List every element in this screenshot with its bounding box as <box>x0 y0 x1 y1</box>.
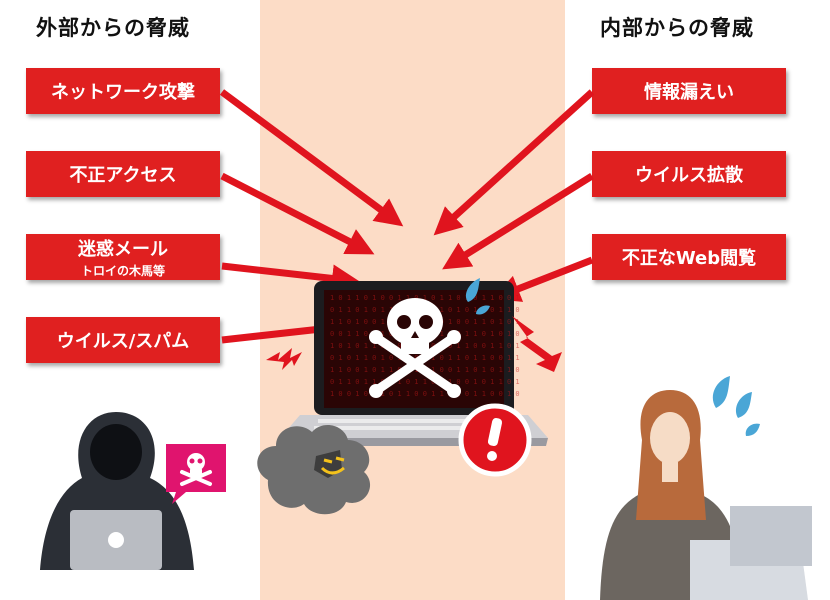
arrow-network-attack <box>219 89 404 227</box>
arrow-data-leak <box>433 89 595 236</box>
external-item-label: ウイルス/スパム <box>56 331 190 352</box>
lightning-icon <box>266 348 302 370</box>
external-item-spam-mail: 迷惑メール トロイの木馬等 <box>26 234 220 280</box>
malware-message-icon <box>166 444 226 504</box>
external-threats-title: 外部からの脅威 <box>36 16 190 40</box>
arrow-web-browsing <box>491 256 594 302</box>
warning-icon <box>458 403 532 477</box>
svg-text:1 0 0 1 0 1 1 0 1 1 0 0 1 1 0: 1 0 0 1 0 1 1 0 1 1 0 0 1 1 0 1 0 1 1 0 … <box>330 390 520 398</box>
internal-item-virus-spread: ウイルス拡散 <box>592 151 786 197</box>
internal-item-label: 不正なWeb閲覧 <box>621 248 757 269</box>
arrows-external <box>219 89 404 344</box>
arrows-internal <box>433 89 595 302</box>
external-item-label: ネットワーク攻撃 <box>51 82 195 103</box>
svg-text:0 1 1 0 1 1 0 0 1 0 1 1 0 1 1: 0 1 1 0 1 1 0 0 1 0 1 1 0 1 1 0 0 1 0 1 … <box>330 378 520 386</box>
external-item-network-attack: ネットワーク攻撃 <box>26 68 220 114</box>
sweat-drop-icon <box>712 376 760 436</box>
svg-text:1 0 1 1 0 1 0 0 1 1 0 1 0 1 1: 1 0 1 1 0 1 0 0 1 1 0 1 0 1 1 0 1 0 1 1 … <box>330 294 520 302</box>
arrow-virus-spam <box>221 315 344 344</box>
arrow-unauthorized-access <box>220 172 375 255</box>
internal-item-label: 情報漏えい <box>644 82 734 103</box>
sweat-drop-icon <box>465 278 490 315</box>
arrow-spam-mail <box>221 262 360 293</box>
virus-cloud-icon <box>257 425 371 515</box>
lightning-icon <box>512 316 562 372</box>
external-item-label: 不正アクセス <box>69 165 177 186</box>
external-item-unauthorized-access: 不正アクセス <box>26 151 220 197</box>
internal-item-improper-web-browsing: 不正なWeb閲覧 <box>592 234 786 280</box>
external-item-sublabel: トロイの木馬等 <box>80 264 165 278</box>
internal-item-data-leak: 情報漏えい <box>592 68 786 114</box>
external-item-label: 迷惑メール <box>78 239 168 260</box>
hacker-figure <box>40 412 194 570</box>
internal-threats-title: 内部からの脅威 <box>600 16 754 40</box>
arrow-virus-spread <box>442 173 594 270</box>
external-item-virus-spam: ウイルス/スパム <box>26 317 220 363</box>
skull-crossbones-icon <box>369 298 461 398</box>
internal-item-label: ウイルス拡散 <box>635 165 743 186</box>
employee-figure <box>600 390 812 600</box>
